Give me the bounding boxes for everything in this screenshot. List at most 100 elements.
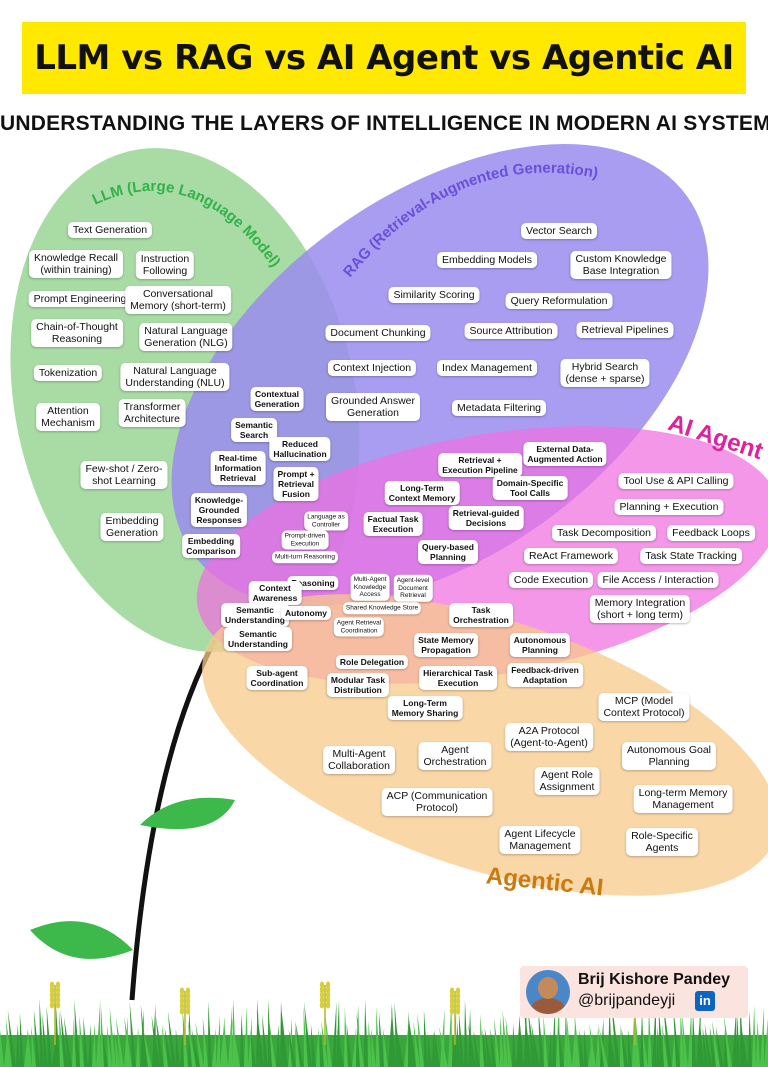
wheat-grain bbox=[319, 986, 325, 994]
rag-items-chip: Retrieval Pipelines bbox=[576, 322, 674, 338]
grass-blade bbox=[109, 1006, 116, 1067]
grass-blade bbox=[33, 1009, 40, 1067]
grass-blade bbox=[79, 1015, 84, 1067]
rag-items-chip: Vector Search bbox=[521, 223, 597, 239]
center-items-chip: Shared Knowledge Store bbox=[342, 602, 422, 614]
grass-blade bbox=[288, 1029, 296, 1067]
grass-blade bbox=[376, 1006, 380, 1067]
grass-blade bbox=[611, 998, 620, 1067]
rag-agent-items-chip: External Data-Augmented Action bbox=[523, 442, 607, 466]
grass-blade bbox=[295, 1020, 304, 1067]
llm-items-chip: Few-shot / Zero-shot Learning bbox=[80, 461, 168, 489]
grass-blade bbox=[473, 1030, 480, 1067]
grass-blade bbox=[502, 1009, 508, 1067]
grass-blade bbox=[155, 1015, 164, 1067]
grass-blade bbox=[484, 1027, 492, 1067]
linkedin-icon[interactable]: in bbox=[695, 991, 715, 1011]
grass-blade bbox=[543, 1015, 548, 1067]
grass-blade bbox=[658, 1004, 664, 1067]
grass-blade bbox=[760, 1006, 765, 1067]
agent-items-chip: Task State Tracking bbox=[640, 548, 742, 564]
wheat-grain bbox=[179, 997, 185, 1005]
grass-blade bbox=[702, 1026, 708, 1067]
grass-blade bbox=[608, 1031, 616, 1067]
leaf-upper bbox=[140, 797, 235, 830]
rag-items-chip: Source Attribution bbox=[464, 323, 558, 339]
wheat-grain bbox=[325, 986, 331, 994]
grass-blade bbox=[752, 1005, 756, 1067]
grass-blade bbox=[662, 1023, 668, 1067]
grass-blade bbox=[519, 1015, 524, 1067]
grass-blade bbox=[548, 1031, 552, 1067]
rag-items-chip: Index Management bbox=[437, 360, 537, 376]
wheat-grain bbox=[49, 1001, 55, 1009]
grass-blade bbox=[175, 1028, 180, 1067]
grass-blade bbox=[482, 1028, 488, 1067]
grass-blade bbox=[280, 1001, 284, 1067]
grass-blade bbox=[212, 1027, 216, 1067]
grass-blade bbox=[656, 1026, 660, 1067]
rag-items-chip: Similarity Scoring bbox=[388, 287, 480, 303]
grass-blade bbox=[448, 998, 452, 1067]
avatar bbox=[526, 970, 570, 1014]
grass-blade bbox=[24, 1030, 29, 1067]
grass-blade bbox=[368, 1020, 372, 1067]
grass-blade bbox=[456, 1021, 460, 1067]
wheat-grain bbox=[325, 1001, 331, 1009]
grass-blade bbox=[620, 1024, 624, 1067]
wheat-grain bbox=[455, 997, 461, 1005]
wheat-grain bbox=[185, 987, 191, 995]
wheat-grain bbox=[55, 991, 61, 999]
wheat-grain bbox=[455, 992, 461, 1000]
author-handle: @brijpandeyji bbox=[578, 992, 676, 1009]
grass-blade bbox=[42, 1013, 48, 1067]
grass-blade bbox=[320, 1031, 324, 1067]
wheat-grain bbox=[55, 1001, 61, 1009]
grass-blade bbox=[480, 1013, 484, 1067]
wheat-grain bbox=[179, 1007, 185, 1015]
llm-items-chip: Knowledge Recall(within training) bbox=[28, 250, 124, 278]
grass-blade bbox=[699, 1016, 704, 1067]
grass-blade bbox=[538, 1007, 544, 1067]
grass-blade bbox=[468, 1023, 476, 1067]
grass-blade bbox=[208, 1001, 212, 1067]
grass-blade bbox=[494, 1017, 500, 1067]
llm-items-chip: Tokenization bbox=[33, 365, 103, 381]
grass-blade bbox=[715, 1025, 724, 1067]
grass-blade bbox=[756, 1019, 760, 1067]
wheat-grain bbox=[319, 996, 325, 1004]
grass-blade bbox=[59, 1011, 64, 1067]
grass-blade bbox=[579, 1028, 584, 1067]
author-name: Brij Kishore Pandey bbox=[578, 971, 731, 988]
rag-items-chip: Document Chunking bbox=[325, 325, 431, 341]
wheat-grain bbox=[319, 1001, 325, 1009]
grass-blade bbox=[490, 1028, 496, 1067]
grass-blade bbox=[439, 1026, 448, 1067]
grass-blade bbox=[167, 1010, 176, 1067]
grass-blade bbox=[346, 1022, 352, 1067]
grass-blade bbox=[115, 1017, 124, 1067]
grass-blade bbox=[673, 1006, 680, 1067]
grass-blade bbox=[164, 1027, 172, 1067]
